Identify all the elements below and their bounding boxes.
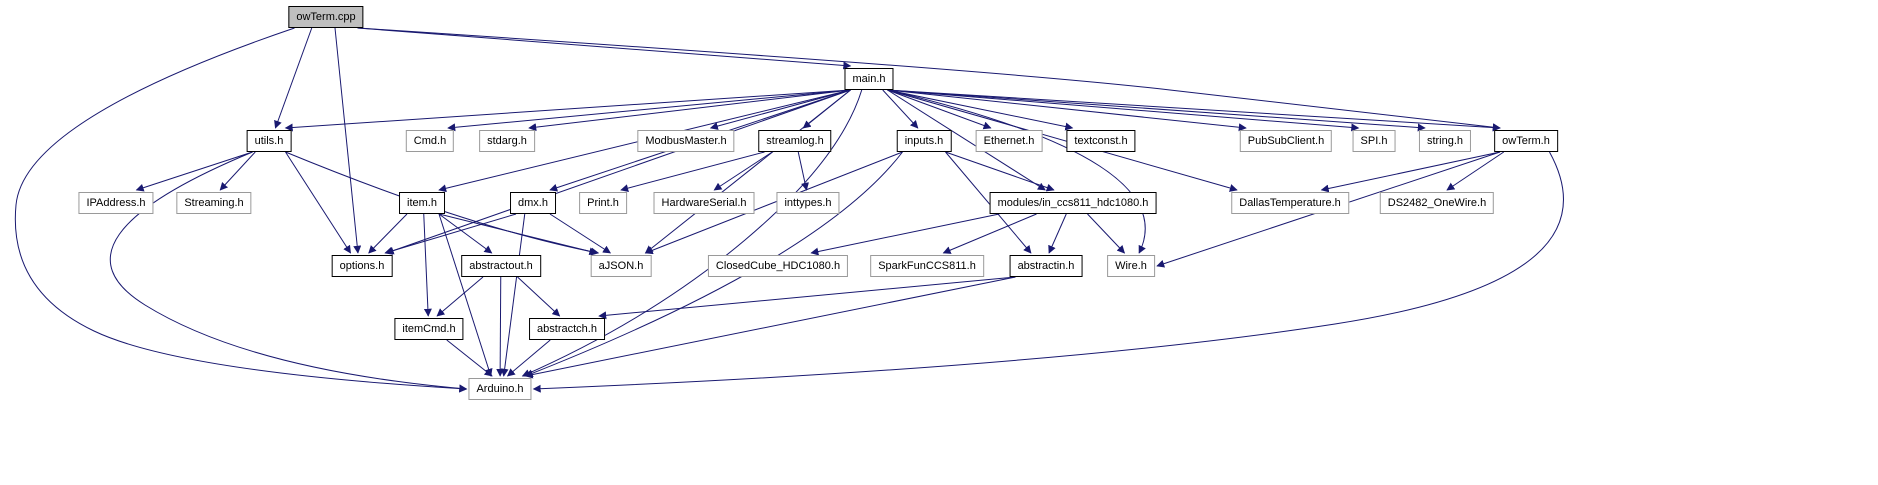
edge-main_h-to-utils_h	[284, 89, 851, 132]
edge-abstractout_h-to-abstractch_h	[517, 276, 561, 317]
node-modbusmaster_h: ModbusMaster.h	[637, 130, 735, 152]
edge-utils_h-to-ipaddress_h	[135, 151, 253, 192]
edge-main_h-to-pubsubclient_h	[887, 89, 1247, 132]
edge-abstractin_h-to-arduino_h	[524, 276, 1016, 379]
edge-item_h-to-itemcmd_h	[423, 213, 432, 317]
edge-main_h-to-owterm_h	[887, 89, 1501, 132]
node-spi_h: SPI.h	[1352, 130, 1396, 152]
edge-main_h-to-dallastemperature_h	[887, 89, 1238, 192]
node-owterm_h[interactable]: owTerm.h	[1494, 130, 1558, 152]
node-main_h[interactable]: main.h	[844, 68, 894, 90]
edge-owterm_h-to-arduino_h	[532, 151, 1564, 393]
edge-utils_h-to-streaming_h	[219, 151, 256, 191]
node-closedcube_h: ClosedCube_HDC1080.h	[707, 255, 849, 277]
node-cmd_h: Cmd.h	[405, 130, 455, 152]
node-inputs_h[interactable]: inputs.h	[896, 130, 952, 152]
edge-owterm_cpp-to-options_h	[334, 27, 362, 254]
edge-owterm_cpp-to-arduino_h	[14, 27, 468, 393]
edge-owterm_cpp-to-utils_h	[274, 27, 313, 129]
edge-owterm_h-to-ds2482_h	[1446, 151, 1505, 191]
node-arduino_h: Arduino.h	[468, 378, 532, 400]
edge-abstractch_h-to-arduino_h	[506, 339, 551, 377]
edge-abstractin_h-to-abstractch_h	[598, 276, 1016, 320]
edge-main_h-to-ajson_h	[644, 89, 851, 254]
edge-main_h-to-options_h	[385, 89, 851, 255]
edge-streamlog_h-to-inttypes_h	[797, 151, 809, 191]
node-textconst_h[interactable]: textconst.h	[1066, 130, 1136, 152]
edge-dmx_h-to-options_h	[384, 213, 517, 255]
edge-inputs_h-to-ajson_h	[644, 151, 903, 255]
edge-main_h-to-ethernet_h	[887, 89, 992, 130]
edge-item_h-to-abstractout_h	[438, 213, 493, 254]
edge-abstractout_h-to-itemcmd_h	[436, 276, 484, 317]
node-hardwareserial_h: HardwareSerial.h	[653, 192, 755, 214]
edge-main_h-to-stdarg_h	[528, 89, 851, 132]
edge-streamlog_h-to-hardwareserial_h	[713, 151, 773, 191]
edge-inputs_h-to-ccs811_h	[945, 151, 1055, 192]
node-abstractin_h[interactable]: abstractin.h	[1009, 255, 1083, 277]
node-itemcmd_h[interactable]: itemCmd.h	[394, 318, 464, 340]
edge-main_h-to-textconst_h	[887, 89, 1074, 131]
edge-inputs_h-to-abstractin_h	[945, 151, 1032, 254]
node-string_h: string.h	[1418, 130, 1472, 152]
node-dmx_h[interactable]: dmx.h	[510, 192, 556, 214]
node-sparkfunccs811_h: SparkFunCCS811.h	[870, 255, 984, 277]
edge-dmx_h-to-ajson_h	[549, 213, 612, 254]
edge-itemcmd_h-to-arduino_h	[446, 339, 493, 377]
node-options_h[interactable]: options.h	[331, 255, 393, 277]
edge-main_h-to-ccs811_h	[887, 89, 1046, 191]
node-pubsubclient_h: PubSubClient.h	[1239, 130, 1333, 152]
node-abstractch_h[interactable]: abstractch.h	[529, 318, 605, 340]
edge-ccs811_h-to-sparkfunccs811_h	[942, 213, 1037, 254]
node-print_h: Print.h	[579, 192, 627, 214]
edge-utils_h-to-options_h	[285, 151, 351, 254]
edge-item_h-to-ajson_h	[438, 213, 598, 256]
edge-main_h-to-arduino_h	[521, 89, 863, 377]
edge-owterm_h-to-dallastemperature_h	[1320, 151, 1501, 193]
edge-abstractout_h-to-arduino_h	[496, 276, 505, 377]
node-ds2482_h: DS2482_OneWire.h	[1379, 192, 1495, 214]
node-wire_h: Wire.h	[1107, 255, 1155, 277]
edge-main_h-to-cmd_h	[447, 89, 851, 132]
edge-utils_h-to-ajson_h	[285, 151, 600, 256]
node-streamlog_h[interactable]: streamlog.h	[758, 130, 832, 152]
node-owterm_cpp[interactable]: owTerm.cpp	[288, 6, 364, 28]
edge-streamlog_h-to-print_h	[620, 151, 765, 193]
edge-ccs811_h-to-wire_h	[1087, 213, 1126, 254]
node-abstractout_h[interactable]: abstractout.h	[461, 255, 541, 277]
node-ajson_h: aJSON.h	[590, 255, 652, 277]
node-stdarg_h: stdarg.h	[479, 130, 535, 152]
edge-main_h-to-modbusmaster_h	[709, 89, 851, 130]
node-item_h[interactable]: item.h	[399, 192, 445, 214]
node-inttypes_h: inttypes.h	[776, 192, 840, 214]
edge-main_h-to-spi_h	[887, 89, 1360, 132]
edge-ccs811_h-to-closedcube_h	[810, 213, 1000, 256]
edge-item_h-to-arduino_h	[438, 213, 493, 377]
node-ipaddress_h: IPAddress.h	[78, 192, 154, 214]
edge-owterm_cpp-to-main_h	[357, 27, 852, 70]
edge-ccs811_h-to-abstractin_h	[1048, 213, 1067, 254]
node-ethernet_h: Ethernet.h	[975, 130, 1043, 152]
edge-main_h-to-wire_h	[887, 89, 1146, 254]
edge-item_h-to-options_h	[368, 213, 408, 254]
node-dallastemperature_h: DallasTemperature.h	[1231, 192, 1349, 214]
node-ccs811_h[interactable]: modules/in_ccs811_hdc1080.h	[989, 192, 1157, 214]
edge-owterm_cpp-to-owterm_h	[357, 27, 1501, 132]
edge-main_h-to-string_h	[887, 89, 1426, 132]
edge-dmx_h-to-arduino_h	[500, 213, 526, 377]
node-streaming_h: Streaming.h	[176, 192, 252, 214]
edge-main_h-to-inputs_h	[882, 89, 919, 129]
node-utils_h[interactable]: utils.h	[246, 130, 292, 152]
